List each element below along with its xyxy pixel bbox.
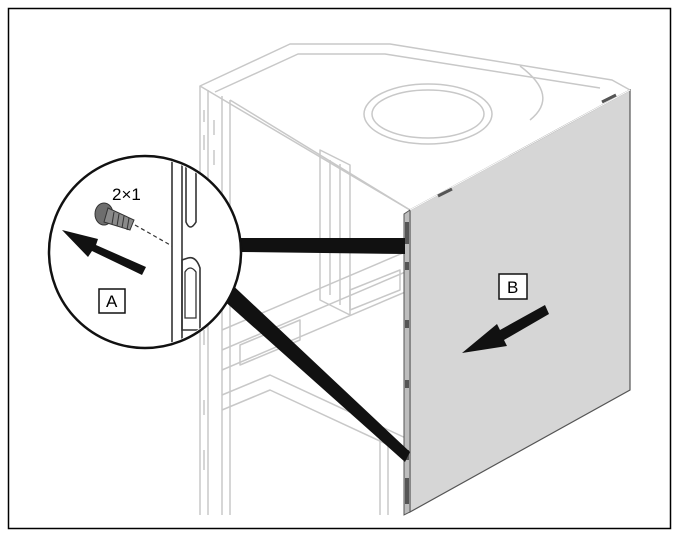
callout-box-b	[498, 273, 528, 300]
top-port-opening	[363, 83, 493, 145]
arrow-direction-b	[462, 305, 549, 353]
arrow-direction-a	[62, 230, 146, 275]
zoom-leader-lines	[212, 238, 410, 462]
screw-quantity-label: 2×1	[112, 185, 141, 204]
side-panel	[403, 88, 631, 516]
callout-label-b: B	[507, 278, 518, 297]
callout-box-a	[98, 288, 126, 314]
figure-border	[7, 7, 672, 530]
callout-label-a: A	[106, 292, 118, 311]
screw-icon	[94, 202, 135, 231]
detail-magnifier: 2×1 A	[47, 154, 243, 350]
